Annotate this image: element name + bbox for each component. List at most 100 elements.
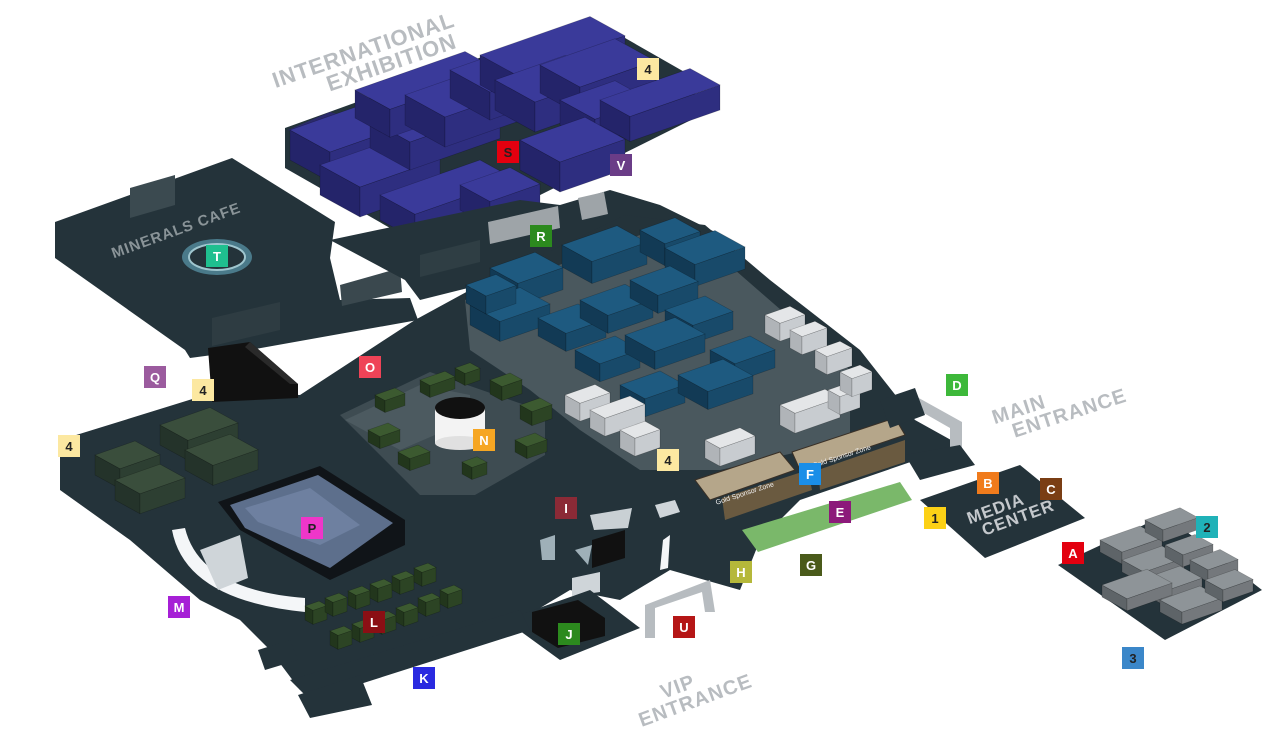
courtyard-stand-3: [489, 372, 523, 402]
courtyard-stand-0: [374, 387, 406, 414]
marker-p[interactable]: P: [301, 517, 323, 539]
main-hall-booths: [465, 217, 776, 418]
marker-e-label: E: [835, 504, 845, 520]
marker-e[interactable]: E: [829, 501, 851, 523]
international-exhibition-hall[interactable]: [285, 16, 721, 240]
marker-f-label: F: [806, 466, 814, 482]
marker-1[interactable]: 1: [924, 507, 946, 529]
marker-h-label: H: [736, 564, 746, 580]
marker-4-left[interactable]: 4: [58, 435, 80, 457]
courtyard-stand-8: [514, 432, 548, 460]
bin-0: [304, 600, 328, 625]
white-booth-8: [814, 340, 853, 376]
marker-4-left-upper-label: 4: [199, 382, 207, 398]
courtyard-stand-6: [397, 444, 431, 472]
marker-2[interactable]: 2: [1196, 516, 1218, 538]
grey-pavilion-4: [1189, 549, 1239, 583]
marker-b[interactable]: B: [977, 472, 999, 494]
marker-g-label: G: [805, 557, 817, 573]
main-entrance-gate[interactable]: [880, 388, 962, 455]
marker-i-label: I: [564, 500, 568, 516]
main-booth-5: [537, 303, 607, 352]
white-booth-7: [789, 320, 828, 356]
marker-p-label: P: [307, 520, 317, 536]
marker-s[interactable]: S: [497, 141, 519, 163]
marker-c[interactable]: C: [1040, 478, 1062, 500]
grey-pavilion-6: [1101, 568, 1173, 612]
marker-k[interactable]: K: [413, 667, 435, 689]
courtyard-stand-1: [419, 370, 456, 399]
pavilion-1: [114, 463, 186, 515]
marker-g[interactable]: G: [800, 554, 822, 576]
white-booth-1: [589, 395, 646, 437]
marker-d[interactable]: D: [946, 374, 968, 396]
marker-4-left-upper[interactable]: 4: [192, 379, 214, 401]
exhibition-booths: [289, 16, 721, 240]
marker-u-label: U: [679, 619, 689, 635]
marker-1-label: 1: [931, 510, 939, 526]
grey-pavilions: [1099, 507, 1254, 625]
marker-3-label: 3: [1129, 650, 1137, 666]
lawn-e: [742, 482, 912, 552]
booth-n[interactable]: [435, 397, 485, 450]
pavilion-3: [184, 433, 259, 486]
main-booth-10: [624, 317, 706, 371]
minerals-cafe-area[interactable]: [55, 158, 418, 358]
marker-q-label: Q: [149, 369, 161, 385]
bin-10: [417, 592, 441, 617]
marker-4-top[interactable]: 4: [637, 58, 659, 80]
marker-v-label: V: [616, 157, 626, 173]
marker-q[interactable]: Q: [144, 366, 166, 388]
marker-m[interactable]: M: [168, 596, 190, 618]
white-booth-0: [564, 384, 611, 422]
outdoor-pavilion-3[interactable]: [1058, 507, 1262, 640]
marker-l[interactable]: L: [363, 611, 385, 633]
bin-4: [391, 570, 415, 595]
gold-sponsor-zones[interactable]: [694, 417, 906, 520]
main-booth-13: [677, 358, 754, 411]
main-booth-3: [664, 230, 746, 288]
marker-a-label: A: [1068, 545, 1078, 561]
courtyard-stand-5: [367, 422, 401, 450]
bin-5: [413, 562, 437, 587]
bin-6: [329, 625, 353, 650]
marker-4-top-label: 4: [644, 61, 652, 77]
main-booth-1: [561, 225, 648, 285]
marker-o-label: O: [364, 359, 376, 375]
bin-3: [369, 578, 393, 603]
marker-4-center-label: 4: [664, 452, 672, 468]
vip-entrance-gate[interactable]: [645, 580, 715, 638]
courtyard-stand-4: [519, 397, 553, 427]
courtyard-stand-7: [461, 456, 488, 481]
grey-pavilion-8: [1204, 569, 1254, 603]
lower-walkway-k: [258, 610, 530, 718]
upper-walkway: [330, 190, 715, 300]
marker-m-label: M: [173, 599, 185, 615]
marker-j-label: J: [565, 626, 573, 642]
white-booths: [564, 305, 873, 467]
marker-t-label: T: [213, 248, 221, 264]
marker-s-label: S: [503, 144, 513, 160]
main-booth-14: [465, 274, 517, 315]
marker-2-label: 2: [1203, 519, 1211, 535]
grey-pavilion-1: [1144, 507, 1199, 543]
marker-i[interactable]: I: [555, 497, 577, 519]
dome-m[interactable]: [172, 528, 305, 612]
marker-j[interactable]: J: [558, 623, 580, 645]
marker-t[interactable]: T: [206, 245, 228, 267]
marker-o[interactable]: O: [359, 356, 381, 378]
main-booth-7: [629, 265, 699, 314]
marker-a[interactable]: A: [1062, 542, 1084, 564]
marker-f[interactable]: F: [799, 463, 821, 485]
marker-4-center[interactable]: 4: [657, 449, 679, 471]
marker-h[interactable]: H: [730, 561, 752, 583]
bin-9: [395, 602, 419, 627]
marker-3[interactable]: 3: [1122, 647, 1144, 669]
marker-u[interactable]: U: [673, 616, 695, 638]
marker-n[interactable]: N: [473, 429, 495, 451]
marker-v[interactable]: V: [610, 154, 632, 176]
bin-2: [347, 585, 371, 610]
marker-r[interactable]: R: [530, 225, 552, 247]
main-booth-9: [574, 335, 641, 383]
